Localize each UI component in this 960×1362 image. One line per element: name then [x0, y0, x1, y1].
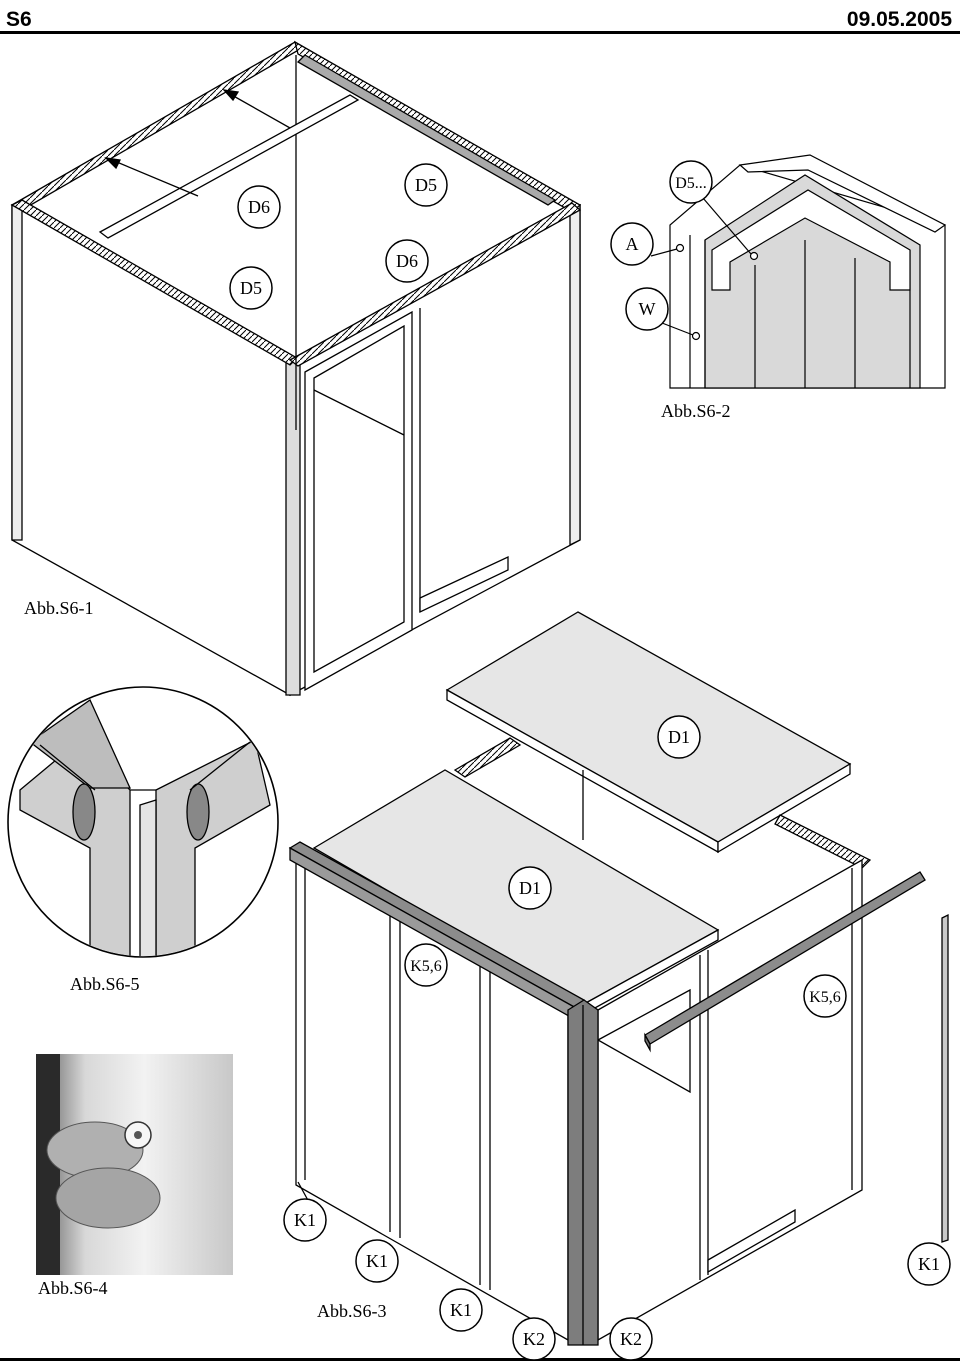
- label-d6-a: D6: [248, 197, 270, 217]
- sheet-number: S6: [6, 8, 32, 31]
- label-d1-bottom: D1: [519, 878, 541, 898]
- caption-s6-1: Abb.S6-1: [24, 598, 94, 618]
- label-k1-a: K1: [294, 1210, 316, 1230]
- label-k56-left: K5,6: [410, 958, 442, 975]
- figure-s6-1: [10, 40, 582, 697]
- label-k2-b: K2: [620, 1329, 642, 1349]
- label-w: W: [639, 299, 656, 319]
- figure-s6-3: [288, 611, 949, 1346]
- document-date: 09.05.2005: [846, 8, 952, 31]
- label-d5-b: D5: [240, 278, 262, 298]
- label-d5-a: D5: [415, 175, 437, 195]
- label-k1-b: K1: [366, 1251, 388, 1271]
- label-d1-top: D1: [668, 727, 690, 747]
- figure-s6-2: [643, 154, 947, 389]
- label-k56-right: K5,6: [809, 989, 841, 1006]
- header-rule: [0, 31, 960, 34]
- figure-s6-4: Abb.S6-4: [36, 1054, 233, 1298]
- label-d6-b: D6: [396, 251, 418, 271]
- caption-s6-3: Abb.S6-3: [317, 1301, 387, 1321]
- label-k2-a: K2: [523, 1329, 545, 1349]
- label-d5-dots: D5...: [675, 175, 707, 192]
- caption-s6-2: Abb.S6-2: [661, 401, 731, 421]
- figure-s6-5: Abb.S6-5: [7, 686, 279, 994]
- caption-s6-4: Abb.S6-4: [38, 1278, 108, 1298]
- figure-s6-2-labels: D5... A W Abb.S6-2: [610, 160, 731, 421]
- label-k1-c: K1: [450, 1300, 472, 1320]
- label-k1-d: K1: [918, 1254, 940, 1274]
- label-a: A: [626, 234, 639, 254]
- footer-rule: [0, 1358, 960, 1361]
- caption-s6-5: Abb.S6-5: [70, 974, 140, 994]
- figure-s6-1-labels: D6 D5 D6 D5 Abb.S6-1: [24, 163, 448, 618]
- figure-s6-3-labels: D1 D1 K5,6 K5,6 K1 K1 K1 K1 K2 K2 Abb.S6…: [283, 715, 951, 1361]
